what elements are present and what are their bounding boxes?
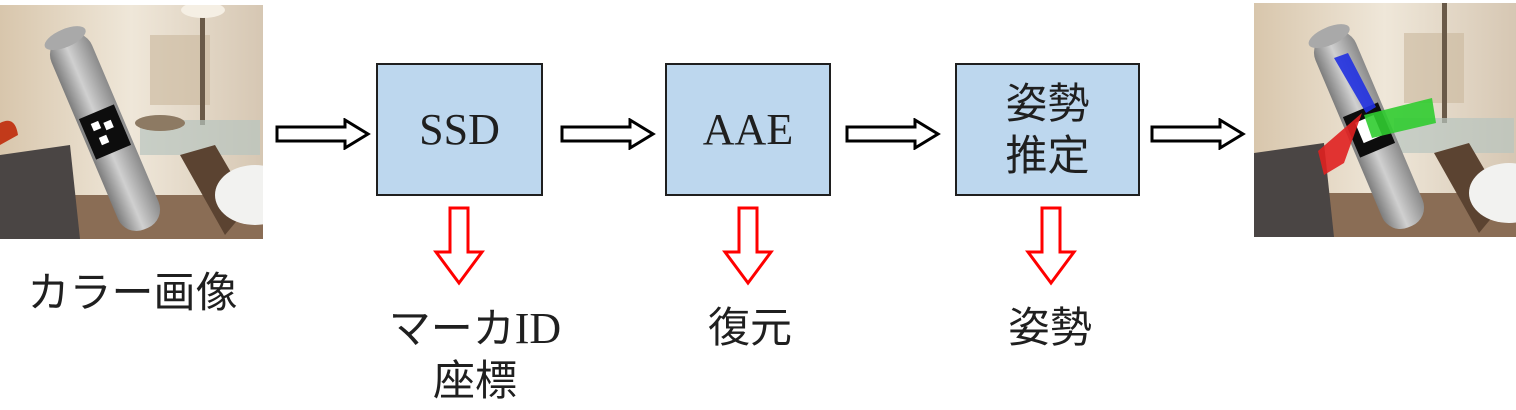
marker-label-id: ID	[514, 304, 562, 353]
x-axis-icon	[1318, 113, 1362, 175]
restoration-label: 復元	[707, 303, 792, 352]
pose-estimation-box: 姿勢 推定	[955, 63, 1140, 196]
y-axis-icon	[1364, 98, 1436, 138]
output-arrow-icon	[1025, 206, 1077, 286]
room-scene-icon	[0, 5, 263, 239]
pose-box-line1: 姿勢	[1005, 79, 1090, 129]
marker-id-coords-label: マーカID 座標	[350, 303, 600, 406]
z-axis-icon	[1334, 53, 1376, 113]
aae-box: AAE	[665, 63, 831, 196]
input-color-image	[0, 5, 263, 239]
ssd-box: SSD	[376, 63, 543, 196]
input-label: カラー画像	[27, 268, 238, 317]
flow-arrow-icon	[560, 118, 656, 150]
pose-box-line2: 推定	[1005, 130, 1090, 180]
flow-arrow-icon	[1150, 118, 1246, 150]
output-arrow-icon	[722, 206, 774, 286]
output-pose-image	[1254, 3, 1516, 237]
room-scene-with-axes-icon	[1254, 3, 1516, 237]
marker-label-coords: 座標	[432, 355, 517, 405]
aae-box-label: AAE	[702, 104, 794, 154]
flow-arrow-icon	[845, 118, 941, 150]
flow-arrow-icon	[275, 118, 371, 150]
ssd-box-label: SSD	[419, 104, 500, 154]
output-arrow-icon	[433, 206, 485, 286]
marker-label-kana: マーカ	[388, 304, 515, 353]
pose-label: 姿勢	[1007, 303, 1092, 352]
